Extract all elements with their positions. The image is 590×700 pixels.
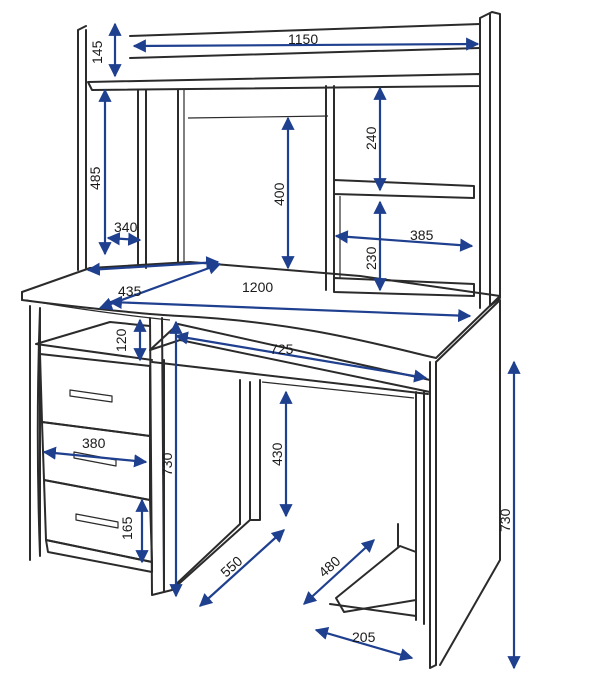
hutch (77, 11, 501, 309)
right-panel (329, 299, 501, 669)
label-footrest-depth: 480 (315, 553, 343, 581)
keyboard-tray (149, 323, 431, 395)
label-hutch-side-depth: 340 (114, 219, 138, 235)
label-shelf-upper-height: 240 (363, 126, 379, 150)
label-hutch-back-height: 400 (271, 182, 287, 206)
label-footrest-width: 205 (352, 629, 376, 645)
label-shelf-width: 385 (410, 227, 434, 243)
label-drawer-height: 165 (119, 516, 135, 540)
label-shelf-lower-height: 230 (363, 246, 379, 270)
label-drawer-width: 380 (82, 435, 106, 451)
label-desk-width: 1200 (242, 279, 273, 295)
label-desk-height: 730 (497, 508, 513, 532)
label-hutch-side-height: 485 (87, 166, 103, 190)
desk-top (21, 261, 501, 359)
label-hutch-top-width: 1150 (288, 31, 318, 47)
desk-body (163, 359, 415, 593)
label-leg-depth: 550 (217, 553, 245, 581)
dimensions (42, 22, 521, 670)
label-hutch-top-height: 145 (89, 40, 105, 64)
label-desk-depth: 435 (118, 283, 142, 299)
label-keyboard-gap: 120 (113, 328, 129, 352)
label-knee-height: 430 (269, 442, 285, 466)
label-pedestal-height: 730 (159, 452, 175, 476)
label-keyboard-width: 725 (270, 341, 294, 357)
